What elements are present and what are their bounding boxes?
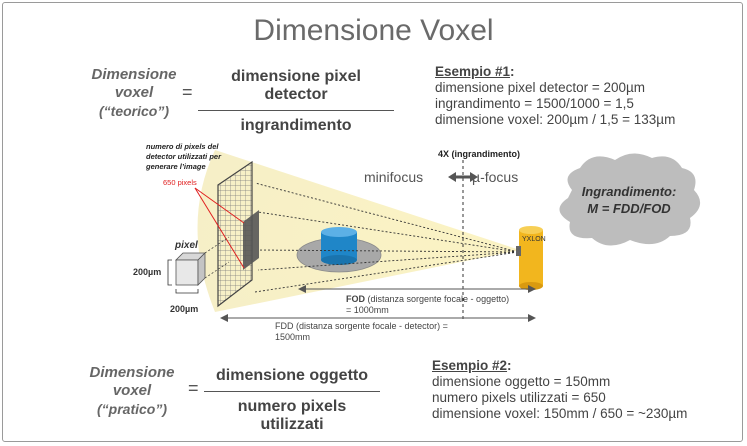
- theoretical-lhs-line1: Dimensione: [91, 66, 177, 83]
- example2-colon: :: [507, 358, 512, 373]
- fod-value: = 1000mm: [346, 305, 389, 315]
- theoretical-fraction: dimensione pixel detector ingrandimento: [198, 68, 394, 135]
- example2-line: dimensione voxel: 150mm / 650 = ~230µm: [432, 406, 688, 421]
- detector-note-line1: numero di pixels del: [146, 142, 219, 151]
- fod-arrow: [298, 285, 536, 293]
- detector-note-line3: generare l’image: [145, 162, 206, 171]
- fod-label-bold: FOD: [346, 294, 365, 304]
- practical-fraction: dimensione oggetto numero pixels utilizz…: [204, 367, 380, 434]
- mufocus-label: µ-focus: [472, 169, 518, 185]
- example2-line: dimensione oggetto = 150mm: [432, 374, 611, 389]
- fdd-arrow: [220, 314, 536, 322]
- fdd-label-line1: FDD (distanza sorgente focale - detector…: [275, 321, 448, 331]
- practical-lhs-line1: Dimensione: [89, 364, 175, 381]
- detector-panel: [217, 160, 259, 308]
- theoretical-denominator: ingrandimento: [240, 117, 352, 134]
- cloud-line1: Ingrandimento:: [582, 184, 677, 199]
- xray-source: [516, 226, 543, 290]
- theoretical-equals: =: [182, 82, 193, 102]
- pixels-count-label: 650 pixels: [163, 178, 197, 187]
- cloud-line2: M = FDD/FOD: [587, 201, 671, 216]
- slide-title: Dimensione Voxel: [253, 14, 494, 47]
- object-cylinder: [321, 227, 357, 265]
- example1: Esempio #1: dimensione pixel detector = …: [435, 64, 675, 128]
- ray-lines: [254, 182, 519, 293]
- detector-note-line2: detector utilizzati per: [146, 152, 222, 161]
- practical-fraction-bar: [204, 391, 380, 392]
- example1-heading: Esempio #1: [435, 64, 511, 79]
- theoretical-fraction-bar: [198, 110, 394, 111]
- fod-label: FOD (distanza sorgente focale - oggetto): [346, 294, 509, 304]
- xray-beam: [197, 150, 520, 312]
- fdd-label-line2: 1500mm: [275, 332, 310, 342]
- example1-line: dimensione pixel detector = 200µm: [435, 80, 646, 95]
- magnification-label: 4X (ingrandimento): [438, 149, 520, 159]
- example2: Esempio #2: dimensione oggetto = 150mm n…: [432, 358, 687, 422]
- red-pointer-lines: [194, 187, 245, 269]
- practical-lhs-line3: (“pratico”): [97, 401, 167, 417]
- pixel-height-label: 200µm: [133, 267, 161, 277]
- pixel-width-bracket: [175, 289, 199, 294]
- practical-lhs: Dimensione voxel (“pratico”): [72, 364, 192, 418]
- pixel-width-label: 200µm: [170, 304, 198, 314]
- example2-line: numero pixels utilizzati = 650: [432, 390, 606, 405]
- pixel-label: pixel: [174, 240, 198, 251]
- focus-arrow: [448, 172, 478, 182]
- example1-colon: :: [510, 64, 515, 79]
- source-brand-label: YXLON: [522, 236, 546, 243]
- pixel-cube: [175, 236, 230, 286]
- example1-line: ingrandimento = 1500/1000 = 1,5: [435, 96, 634, 111]
- theoretical-lhs-line3: (“teorico”): [99, 103, 169, 119]
- slide-frame: [2, 2, 743, 442]
- pixel-height-bracket: [167, 259, 172, 286]
- practical-denominator: numero pixels utilizzati: [237, 398, 347, 433]
- magnification-cloud: [559, 153, 701, 246]
- theoretical-numerator: dimensione pixel detector: [231, 68, 361, 103]
- minifocus-label: minifocus: [364, 169, 423, 185]
- practical-numerator: dimensione oggetto: [216, 367, 368, 384]
- theoretical-lhs-line2: voxel: [114, 84, 154, 101]
- practical-equals: =: [188, 378, 199, 398]
- example2-heading: Esempio #2: [432, 358, 508, 373]
- fod-label-rest: (distanza sorgente focale - oggetto): [365, 294, 509, 304]
- theoretical-lhs: Dimensione voxel (“teorico”): [74, 66, 194, 120]
- practical-lhs-line2: voxel: [112, 382, 152, 399]
- example1-line: dimensione voxel: 200µm / 1,5 = 133µm: [435, 112, 676, 127]
